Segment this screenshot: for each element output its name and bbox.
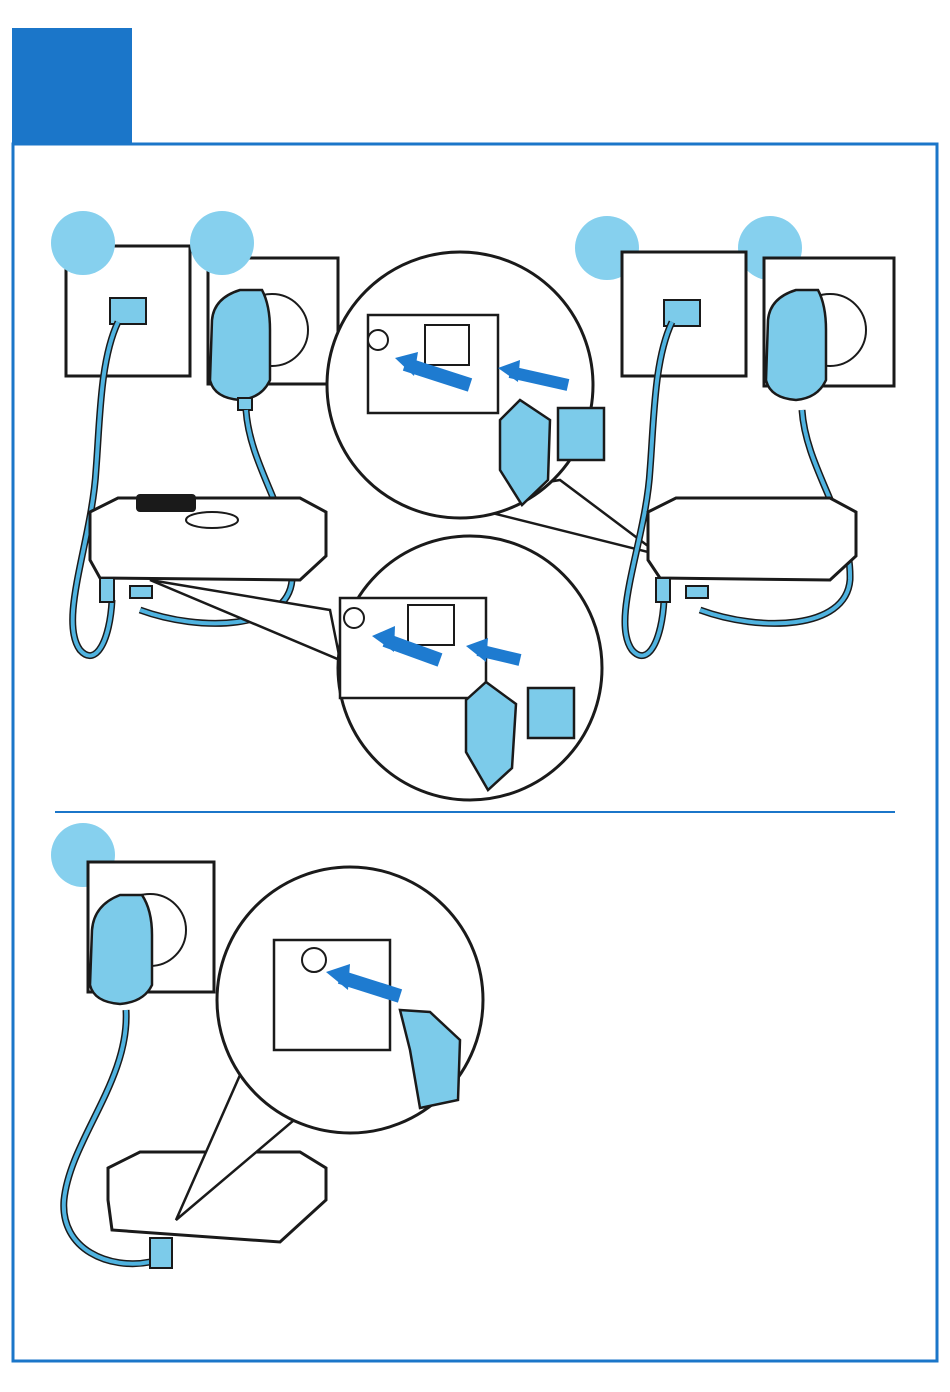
power-adapter-icon [90,895,152,1004]
base-station-icon [90,494,326,580]
magnifier-callout-icon [327,252,660,555]
phone-line-plug-icon [100,578,114,602]
panel-1-right [622,252,894,656]
step-badge-1 [51,211,115,275]
section-tab [12,28,132,144]
dc-power-plug-icon [130,586,152,598]
power-adapter-icon [210,290,270,410]
step-badge-2 [190,211,254,275]
dc-power-plug-icon [150,1238,172,1268]
magnifier-callout-icon [176,867,483,1220]
